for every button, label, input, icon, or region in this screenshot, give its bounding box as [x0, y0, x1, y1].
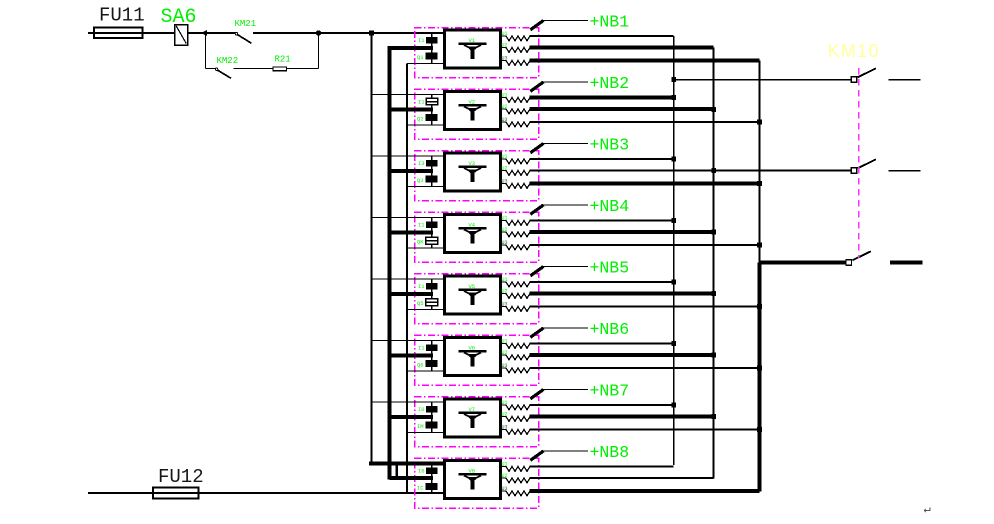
svg-text:I3: I3	[418, 160, 425, 167]
svg-text:Q1: Q1	[417, 54, 424, 61]
svg-text:+NB6: +NB6	[590, 320, 630, 339]
svg-text:U3: U3	[502, 486, 508, 492]
svg-text:FU12: FU12	[158, 466, 204, 488]
svg-text:V7: V7	[469, 406, 476, 413]
svg-text:IC: IC	[417, 484, 424, 491]
svg-text:U3: U3	[502, 240, 508, 246]
svg-text:U1: U1	[502, 154, 508, 160]
svg-text:V5: V5	[469, 283, 476, 290]
svg-text:KM22: KM22	[217, 56, 239, 66]
svg-text:U1: U1	[502, 339, 508, 345]
svg-text:Q3: Q3	[417, 177, 424, 184]
svg-text:U3: U3	[502, 56, 508, 62]
svg-text:I1: I1	[418, 222, 425, 229]
svg-text:U2: U2	[502, 43, 508, 49]
svg-text:U1: U1	[502, 400, 508, 406]
svg-text:U2: U2	[502, 289, 508, 295]
svg-text:I0: I0	[418, 406, 425, 413]
svg-text:U2: U2	[502, 227, 508, 233]
svg-text:U3: U3	[502, 302, 508, 308]
svg-text:U1: U1	[502, 277, 508, 283]
svg-text:↵: ↵	[924, 502, 931, 516]
svg-text:I1: I1	[418, 283, 425, 290]
svg-text:KM10: KM10	[828, 41, 880, 61]
svg-text:V1: V1	[469, 37, 476, 44]
svg-text:IM: IM	[417, 423, 424, 430]
svg-text:+NB1: +NB1	[590, 13, 630, 32]
svg-text:V6: V6	[469, 344, 476, 351]
svg-text:Q2: Q2	[417, 115, 424, 122]
svg-text:KM21: KM21	[235, 19, 257, 29]
svg-text:U1: U1	[502, 216, 508, 222]
svg-text:I1: I1	[418, 99, 425, 106]
svg-text:+NB2: +NB2	[590, 74, 630, 93]
svg-text:U2: U2	[502, 412, 508, 418]
svg-text:I1: I1	[418, 345, 425, 352]
svg-text:U1: U1	[502, 31, 508, 37]
svg-text:U3: U3	[502, 179, 508, 185]
svg-text:U1: U1	[502, 93, 508, 99]
svg-text:R21: R21	[275, 55, 291, 65]
svg-text:+NB4: +NB4	[590, 197, 630, 216]
svg-text:QK: QK	[417, 238, 424, 245]
svg-text:SA6: SA6	[161, 6, 197, 29]
svg-text:V8: V8	[469, 467, 476, 474]
svg-text:V4: V4	[469, 221, 476, 228]
svg-text:U3: U3	[502, 117, 508, 123]
svg-text:U2: U2	[502, 166, 508, 172]
svg-text:+NB7: +NB7	[590, 382, 630, 401]
svg-text:V3: V3	[469, 160, 476, 167]
svg-text:U1: U1	[502, 462, 508, 468]
svg-text:+NB5: +NB5	[590, 259, 630, 278]
svg-text:+NB8: +NB8	[590, 443, 630, 462]
svg-text:I1: I1	[418, 37, 425, 44]
svg-text:Q6: Q6	[417, 361, 424, 368]
svg-text:U3: U3	[502, 363, 508, 369]
svg-text:Q5: Q5	[417, 300, 424, 307]
svg-text:+NB3: +NB3	[590, 136, 630, 155]
svg-text:V2: V2	[469, 98, 476, 105]
svg-text:U2: U2	[502, 350, 508, 356]
svg-text:U2: U2	[502, 104, 508, 110]
svg-text:FU11: FU11	[99, 5, 145, 27]
svg-text:U2: U2	[502, 473, 508, 479]
svg-text:I6: I6	[418, 468, 425, 475]
svg-text:U3: U3	[502, 425, 508, 431]
